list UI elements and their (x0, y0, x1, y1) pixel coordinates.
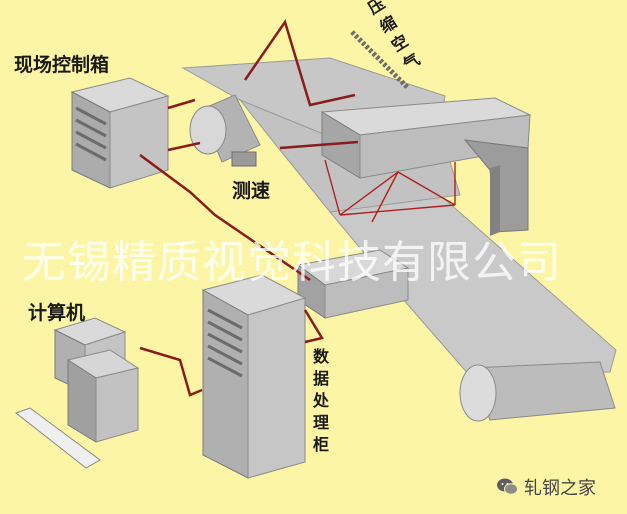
light-cone (324, 159, 456, 223)
data-cabinet (201, 274, 307, 479)
speed-measure-label: 测速 (232, 180, 271, 202)
wechat-icon (497, 478, 518, 495)
brand-name: 轧钢之家 (524, 478, 596, 499)
watermark-company: 无锡精质视觉科技有限公司 (22, 237, 562, 288)
lower-camera-box (296, 249, 410, 319)
field-control-box (70, 77, 170, 189)
computer-label: 计算机 (28, 302, 86, 324)
data-cabinet-label: 数据处理柜 (310, 348, 329, 458)
cables (139, 19, 359, 397)
field-control-box-label: 现场控制箱 (14, 54, 110, 76)
output-roll (459, 361, 616, 422)
compressed-air-pipe (350, 30, 410, 90)
inspection-frame (320, 97, 532, 236)
brand-badge: 轧钢之家 (496, 474, 596, 500)
computer (14, 317, 140, 469)
